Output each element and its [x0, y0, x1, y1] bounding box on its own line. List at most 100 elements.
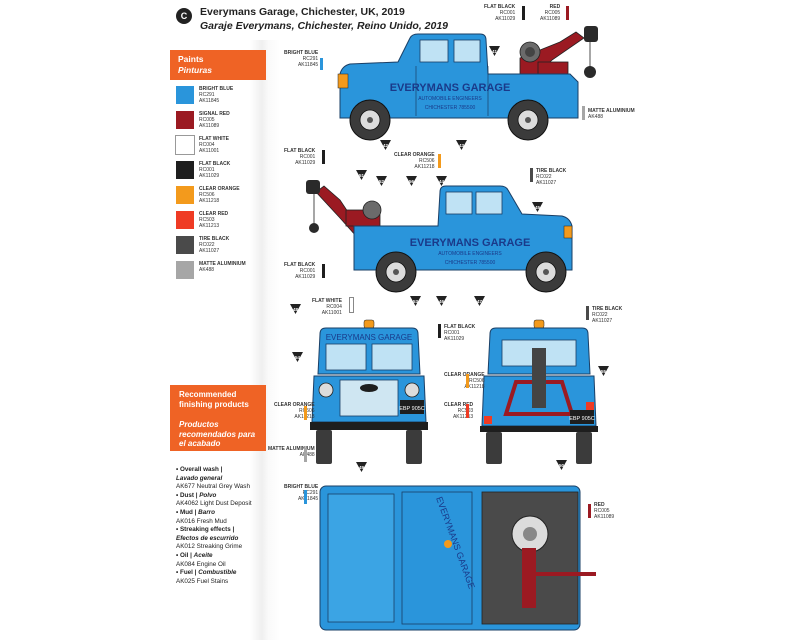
paint-label: MATTE ALUMINIUM AK488	[199, 261, 246, 273]
beacon-light	[363, 319, 375, 329]
side-view-left: EVERYMANS GARAGE AUTOMOBILE ENGINEERS CH…	[306, 180, 573, 293]
paint-swatch-flat-white	[175, 135, 195, 155]
paint-ak: AK11027	[199, 248, 220, 255]
rear-plate-text: EBP 905C	[569, 416, 595, 422]
marker: 56	[406, 176, 417, 187]
beacon-light	[533, 319, 545, 329]
finishing-header: Recommended finishing products Productos…	[170, 385, 266, 451]
callout-swatch	[304, 406, 307, 420]
badge-oval	[360, 384, 378, 392]
finishing-heading-es-row: Efectos de escurrido	[176, 535, 272, 544]
tire-left	[486, 432, 502, 464]
page-subtitle: Garaje Everymans, Chichester, Reino Unid…	[200, 20, 449, 32]
wheel-rear	[507, 99, 549, 141]
finishing-product: AK012 Streaking Grime	[176, 543, 243, 551]
crane-boom	[306, 180, 382, 237]
windscreen-right	[371, 343, 413, 371]
callout-swatch	[320, 58, 323, 70]
paint-ak: AK11213	[199, 223, 220, 230]
callout-swatch	[438, 324, 441, 338]
finishing-item: • Dust | Polvo	[176, 491, 217, 499]
profile-badge: C	[176, 8, 192, 24]
marker: 43	[456, 140, 467, 151]
callout-swatch	[438, 154, 441, 168]
finishing-heading: Fuel |	[179, 569, 197, 577]
paint-name: CLEAR ORANGE	[199, 186, 240, 192]
cab-roof	[401, 491, 473, 625]
callout-swatch	[466, 374, 469, 388]
marker: 55	[598, 366, 609, 377]
rear-bumper	[480, 426, 598, 432]
paint-label: FLAT BLACK RC001 AK11029	[199, 161, 230, 180]
finishing-title: Recommended finishing products	[179, 390, 249, 409]
marker: 47	[474, 296, 485, 307]
paint-ak: AK11029	[199, 173, 220, 180]
finishing-product: AK084 Engine Oil	[176, 560, 226, 568]
paint-label: CLEAR RED RC503 AK11213	[199, 211, 228, 230]
paint-name: FLAT WHITE	[199, 136, 229, 142]
spare-wheel-hub	[523, 527, 537, 541]
tire-right	[406, 430, 422, 464]
callout-swatch	[466, 404, 469, 418]
truck-body-side	[339, 33, 579, 119]
finishing-heading: Mud |	[179, 508, 197, 516]
finishing-item: • Oil | Aceite	[176, 551, 213, 559]
callout-swatch	[522, 6, 525, 20]
front-plate	[400, 400, 424, 414]
paint-rc: RC004	[199, 142, 215, 149]
side-window	[419, 39, 449, 63]
callout-swatch	[349, 297, 354, 313]
marker: 49	[356, 462, 367, 473]
marker: 52	[376, 176, 387, 187]
door-lettering-line3: CHICHESTER 785500	[445, 260, 496, 266]
paint-label: BRIGHT BLUE RC291 AK11845	[199, 86, 233, 105]
paint-label: CLEAR ORANGE RC506 AK11218	[199, 186, 240, 205]
callout-swatch	[588, 504, 591, 518]
paint-name: TIRE BLACK	[199, 236, 230, 242]
wheel-front	[349, 99, 391, 141]
finishing-heading-es: Combustible	[198, 569, 237, 577]
front-bumper	[310, 422, 428, 430]
marker: 53	[410, 296, 421, 307]
paint-label: SIGNAL RED RC005 AK11089	[199, 111, 230, 130]
wheel-front	[525, 251, 567, 293]
sidebar-edge-texture	[250, 40, 280, 640]
finishing-product: AK025 Fuel Stains	[176, 577, 229, 585]
paint-swatch-matte-aluminium	[176, 261, 194, 279]
finishing-item: • Streaking effects |	[176, 526, 235, 534]
tire-left	[316, 430, 332, 464]
front-plate-text: EBP 905C	[399, 406, 425, 412]
side-window	[445, 191, 473, 215]
paint-label: TIRE BLACK RC022 AK11027	[199, 236, 229, 255]
front-view: EVERYMANS GARAGE EBP 905C	[310, 319, 428, 464]
paint-name: SIGNAL RED	[199, 111, 230, 117]
paints-title: Paints	[178, 54, 204, 64]
side-window-rear	[475, 191, 503, 215]
paint-rc: RC503	[199, 217, 215, 224]
finishing-heading: Dust |	[179, 491, 198, 499]
finishing-item: • Overall wash |	[176, 466, 223, 473]
marker: 46	[436, 296, 447, 307]
paints-header: Paints Pinturas	[170, 50, 266, 80]
callout-swatch	[582, 106, 585, 120]
paint-ak: AK11001	[199, 148, 220, 155]
tire-right	[576, 432, 592, 464]
paint-swatch-tire-black	[176, 236, 194, 254]
marker: 48	[290, 304, 301, 315]
marker: 41	[489, 46, 500, 57]
finishing-product: AK677 Neutral Grey Wash	[176, 483, 250, 491]
callout-swatch	[322, 150, 325, 164]
paint-rc: RC022	[199, 242, 215, 249]
side-window-rear	[453, 39, 481, 63]
